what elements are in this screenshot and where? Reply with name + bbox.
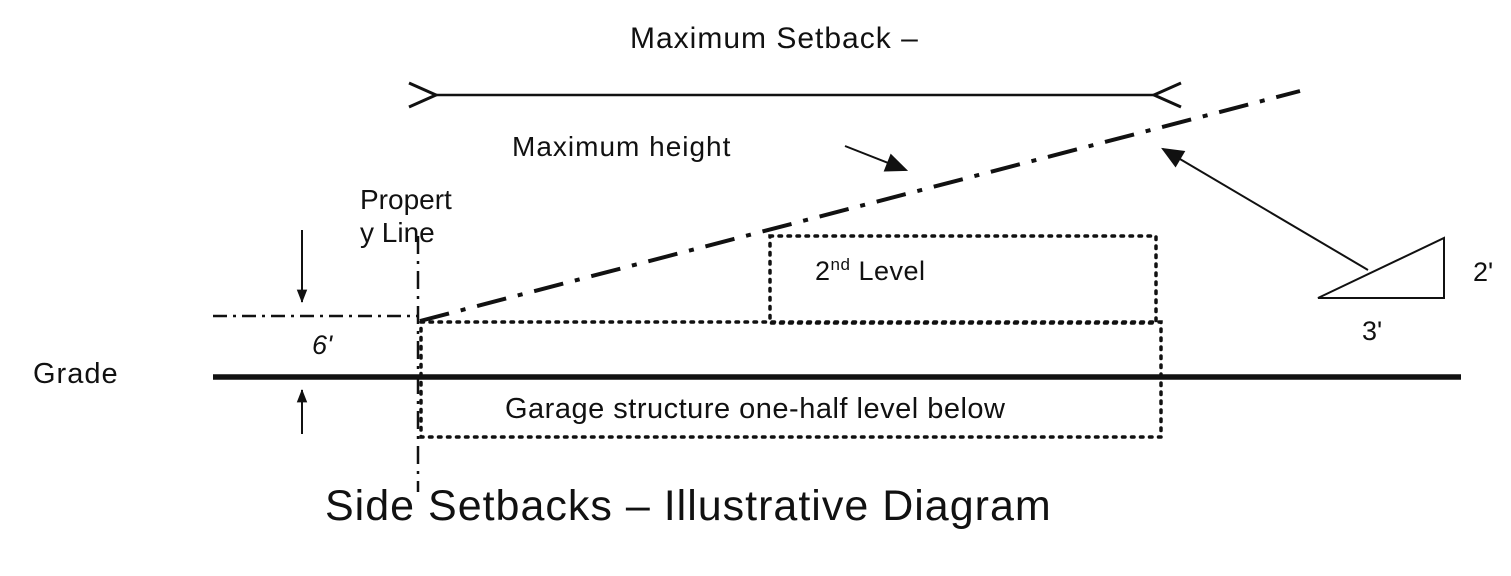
garage-structure-label: Garage structure one-half level below	[505, 393, 1006, 425]
dim-2ft-label: 2'	[1473, 257, 1494, 287]
grade-label: Grade	[33, 358, 119, 390]
property-line-label: Propert y Line	[360, 183, 452, 249]
max-height-pointer-arrow	[844, 145, 909, 172]
slope-triangle	[1317, 236, 1445, 299]
slope-pointer-arrow	[1161, 147, 1369, 271]
property-line-label-line2: y Line	[360, 217, 435, 248]
garage-structure-box	[419, 320, 1163, 439]
dim-6ft-label: 6'	[312, 330, 333, 360]
second-level-ordinal: nd	[830, 255, 851, 274]
dim-3ft-label: 3'	[1362, 316, 1383, 346]
max-height-label: Maximum height	[512, 131, 732, 162]
diagram-title: Side Setbacks – Illustrative Diagram	[325, 482, 1052, 530]
second-level-label: 2nd Level	[815, 255, 926, 287]
second-level-number: 2	[815, 256, 831, 286]
second-level-word: Level	[850, 256, 926, 286]
property-line-label-line1: Propert	[360, 184, 452, 215]
max-setback-label: Maximum Setback –	[630, 22, 919, 55]
